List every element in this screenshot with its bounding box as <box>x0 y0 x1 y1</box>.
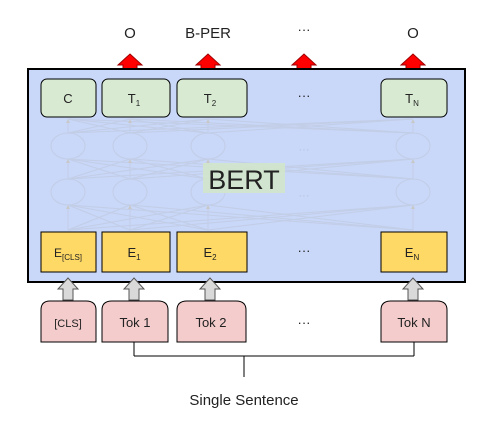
gray-arrow-icon <box>122 277 146 301</box>
output-box-t1-label: T1 <box>128 91 141 108</box>
embedding-box-cls-label: E[CLS] <box>54 246 82 262</box>
bert-label: BERT <box>208 165 280 195</box>
token-box-tokn <box>380 300 448 343</box>
embedding-row-ellipsis: ··· <box>298 243 311 258</box>
token-box-tok1 <box>101 300 169 343</box>
gray-arrow-icon <box>198 277 222 301</box>
output-box-t2-label: T2 <box>204 91 217 108</box>
output-box-t1 <box>101 78 171 118</box>
bert-label-bg <box>203 163 285 193</box>
output-label-first: O <box>124 25 136 42</box>
output-label-second: B-PER <box>185 25 231 42</box>
middle-ellipsis: ··· <box>299 190 310 202</box>
sentence-caption: Single Sentence <box>189 392 298 409</box>
gray-arrow-icon <box>56 277 80 301</box>
token-box-cls <box>40 300 97 343</box>
token-tok2-label: Tok 2 <box>195 315 226 330</box>
output-row-ellipsis: ··· <box>298 88 311 103</box>
token-row-ellipsis: ··· <box>298 315 311 330</box>
token-box-tok2 <box>176 300 247 343</box>
embedding-box-en <box>380 231 448 273</box>
gray-arrow-icon <box>401 277 425 301</box>
output-box-c <box>40 78 97 118</box>
output-box-t2 <box>176 78 248 118</box>
output-box-tn <box>380 78 448 118</box>
middle-ellipsis: ··· <box>299 144 310 156</box>
sentence-bracket <box>133 342 415 377</box>
embedding-box-e1-label: E1 <box>127 245 141 262</box>
output-box-c-label: C <box>63 91 72 106</box>
token-tok1-label: Tok 1 <box>119 315 150 330</box>
output-label-ellipsis: ··· <box>298 22 311 37</box>
output-label-last: O <box>407 25 419 42</box>
embedding-box-en-label: EN <box>405 245 420 262</box>
embedding-box-cls <box>40 231 97 273</box>
transformer-layers <box>50 118 431 231</box>
output-box-tn-label: TN <box>405 91 419 108</box>
embedding-box-e2 <box>176 231 248 273</box>
embedding-box-e2-label: E2 <box>203 245 217 262</box>
token-cls-label: [CLS] <box>54 318 82 330</box>
token-tokn-label: Tok N <box>397 315 430 330</box>
embedding-box-e1 <box>101 231 171 273</box>
